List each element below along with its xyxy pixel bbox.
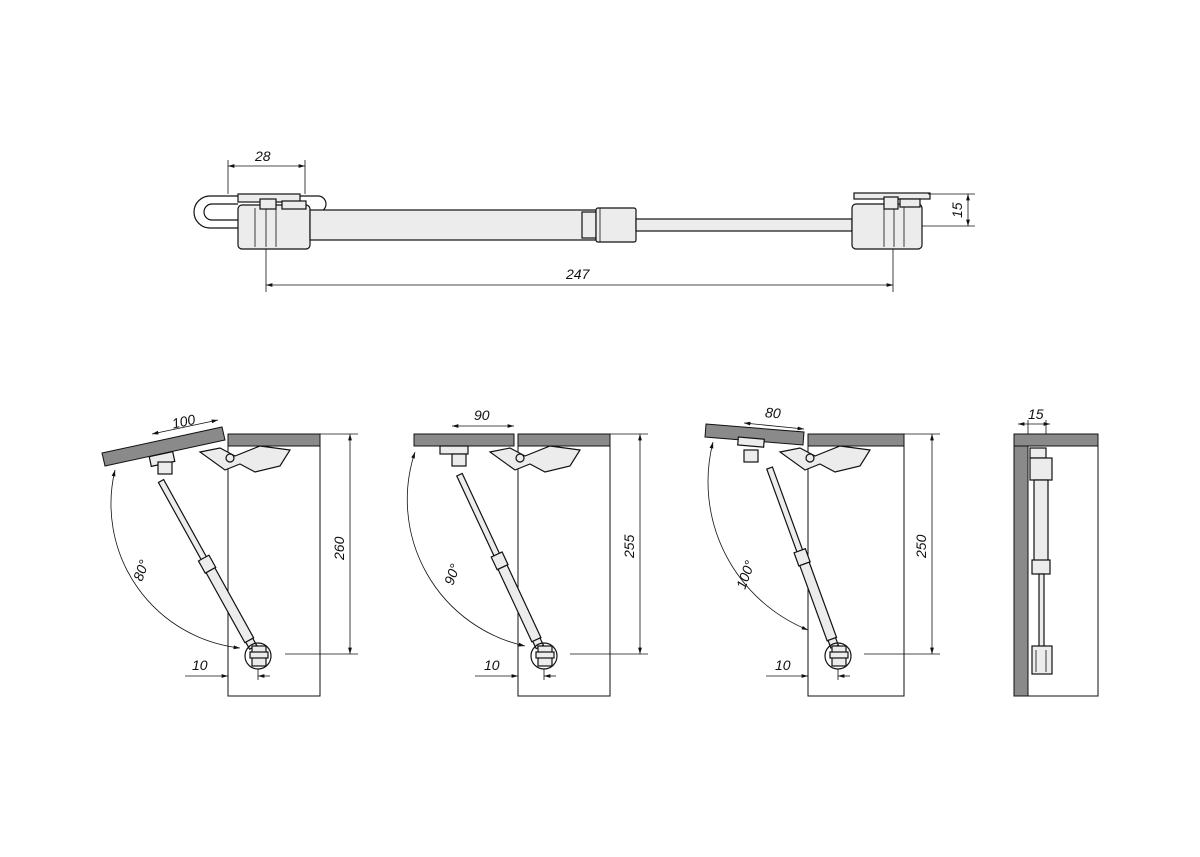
- cabinet-side: [227, 445, 321, 697]
- cabinet-top-panel: [807, 433, 905, 447]
- dim-offset-label: 10: [775, 657, 791, 673]
- dim-bracket-label: 28: [254, 148, 271, 164]
- dim-height-label: 250: [913, 534, 929, 559]
- opening-view-90: 90° 90 255 10: [406, 407, 648, 697]
- dim-height-label: 260: [331, 536, 347, 561]
- dim-top-label: 100: [170, 411, 196, 432]
- door-panel: [413, 433, 515, 447]
- closed-view: 15: [1013, 406, 1099, 697]
- door-panel: [101, 426, 226, 467]
- dim-length-label: 247: [565, 266, 591, 282]
- dim-offset-label: 10: [484, 657, 500, 673]
- cabinet-side: [807, 445, 905, 697]
- top-view-dimensions: 28 15 247: [227, 148, 975, 292]
- dim-top-label: 15: [1028, 406, 1044, 422]
- cabinet-top-panel: [517, 433, 611, 447]
- opening-view-100: 100° 80 250 10: [704, 404, 940, 697]
- dim-offset-label: 10: [192, 657, 208, 673]
- angle-label: 80°: [130, 557, 152, 583]
- dim-top-label: 90: [474, 407, 490, 423]
- door-panel: [1013, 445, 1029, 697]
- angle-label: 100°: [733, 558, 758, 591]
- gas-spring-top-view: [193, 192, 931, 250]
- dim-top-label: 80: [765, 404, 782, 421]
- angle-label: 90°: [441, 561, 463, 587]
- opening-view-80: 80° 100 260 10: [101, 411, 358, 697]
- dim-height-label: 15: [949, 202, 965, 218]
- cabinet-top-panel: [227, 433, 321, 447]
- dim-height-label: 255: [621, 534, 637, 559]
- hinge: [198, 445, 292, 473]
- cabinet-top-panel: [1013, 433, 1099, 447]
